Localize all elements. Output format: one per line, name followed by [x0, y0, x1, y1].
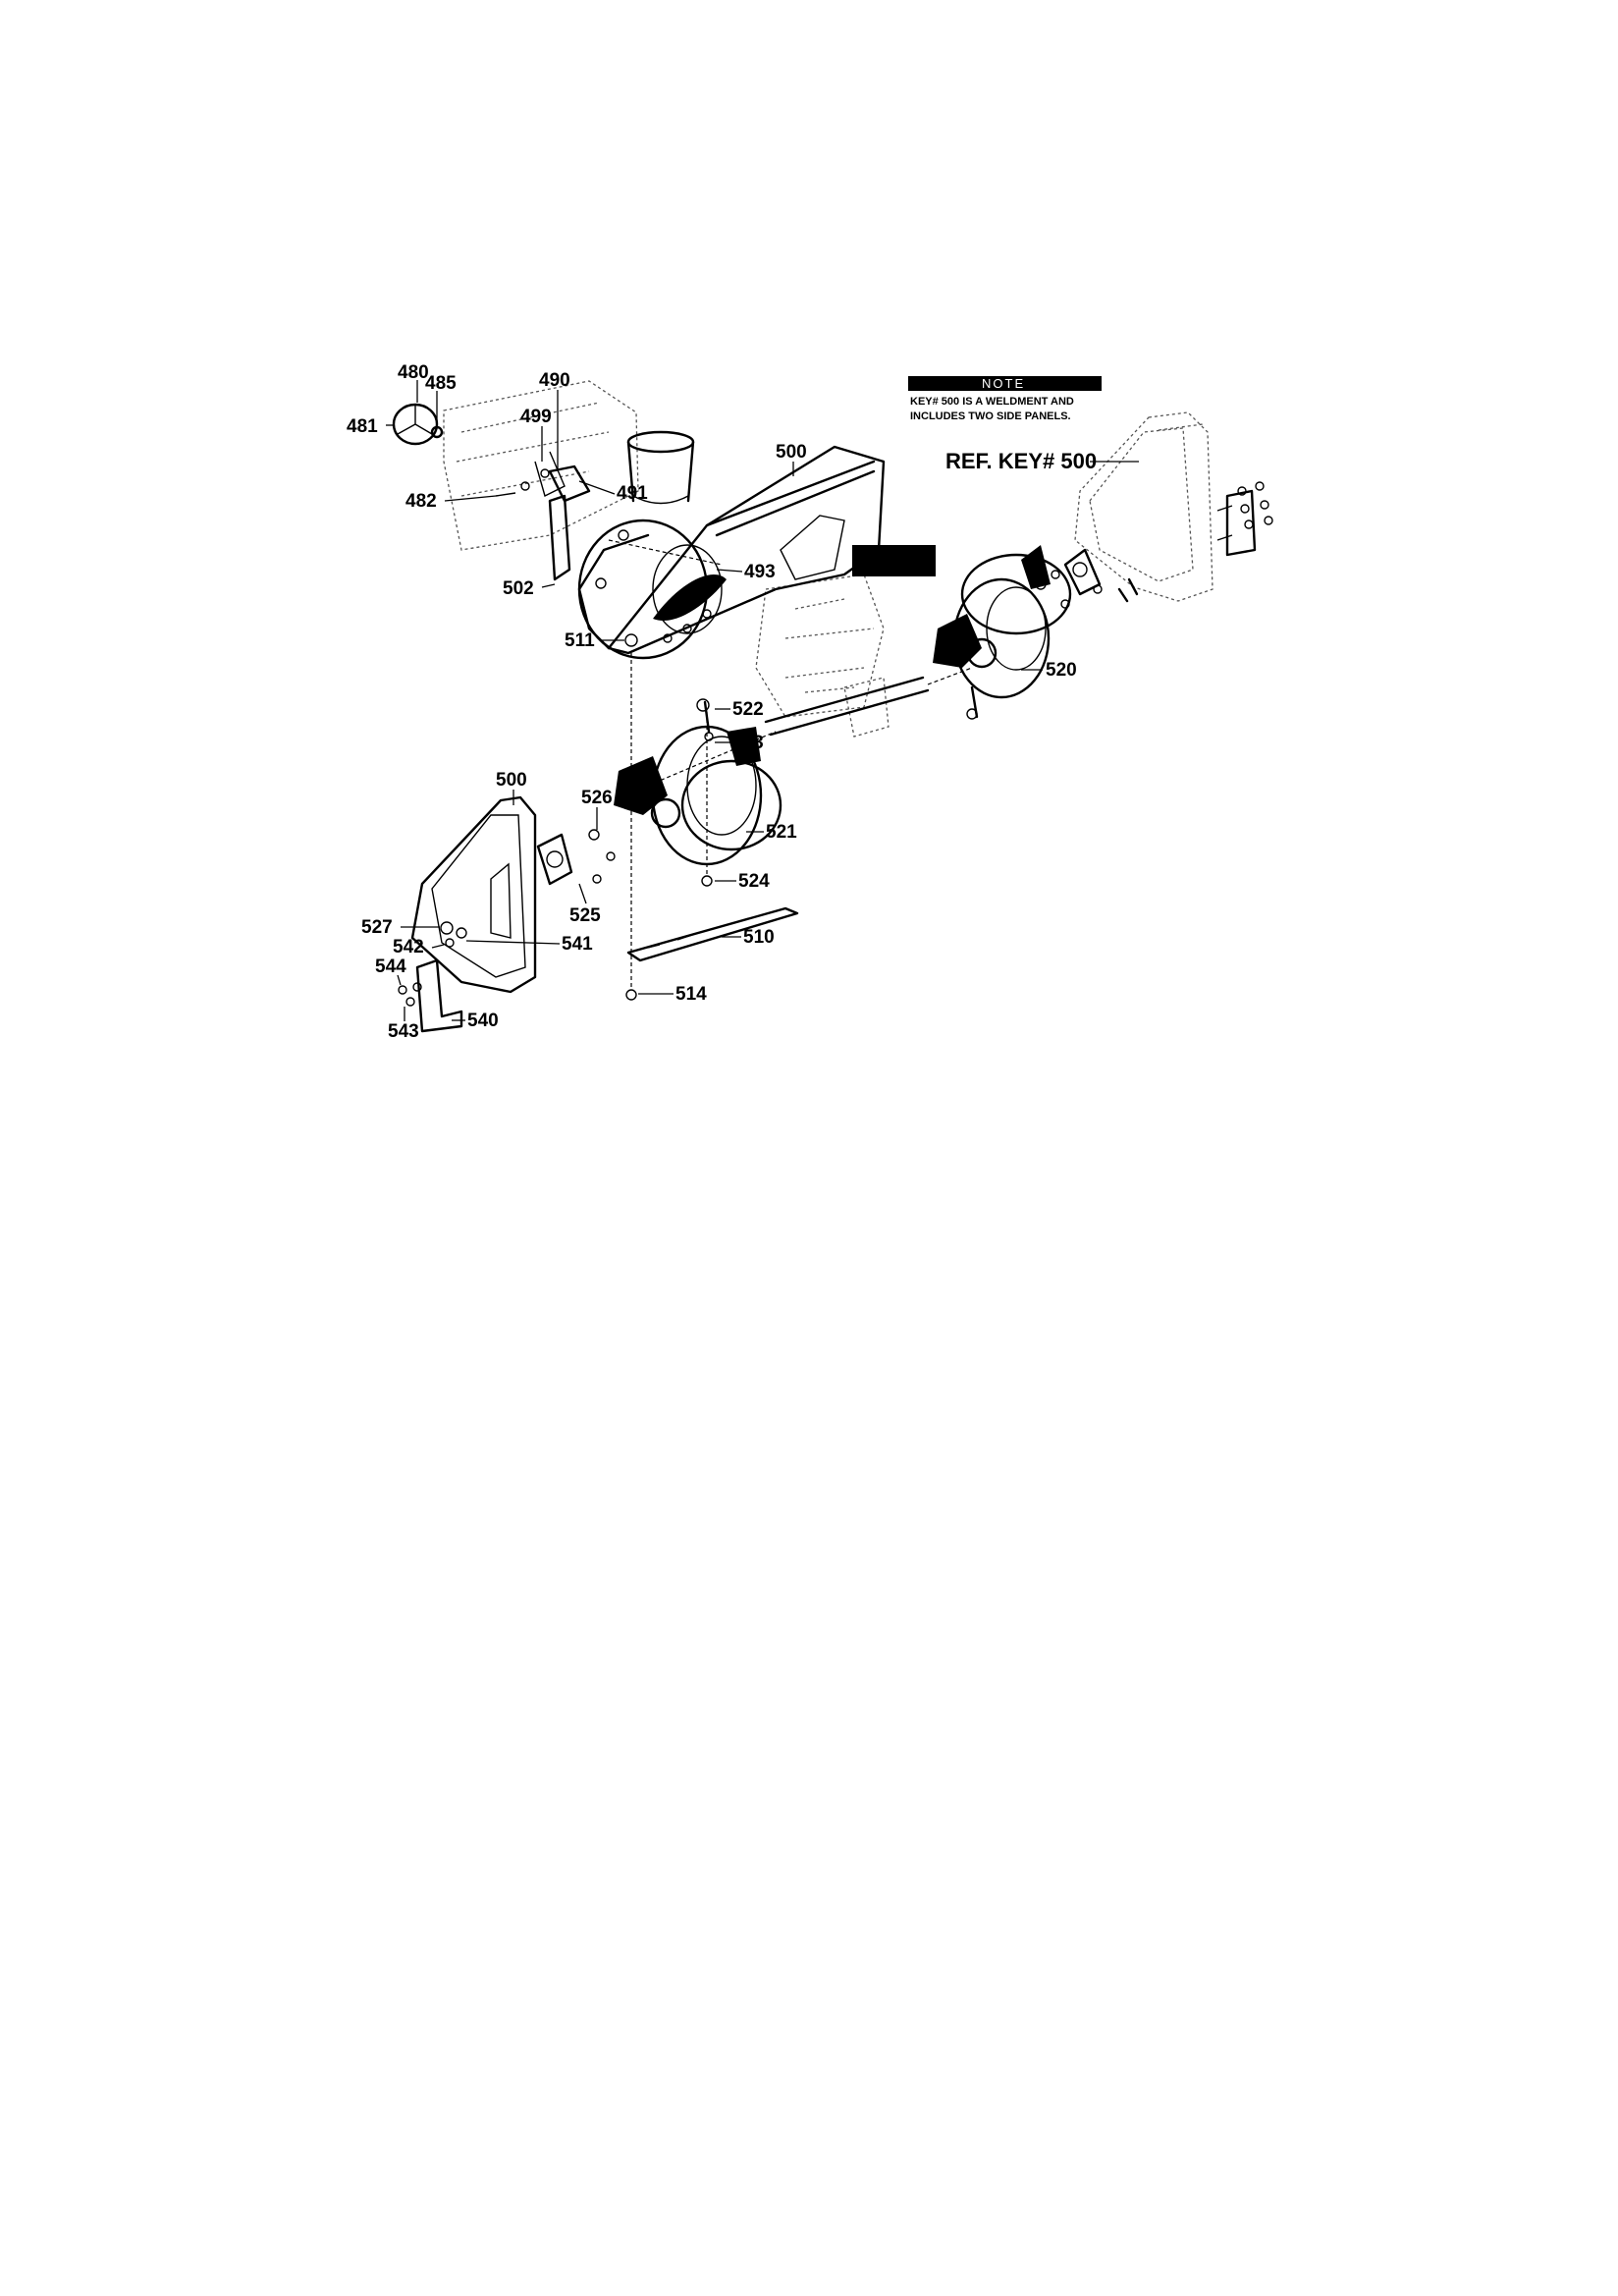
callout-481: 481	[347, 416, 378, 437]
callout-493: 493	[744, 562, 776, 582]
callout-527: 527	[361, 917, 393, 938]
ghosted-engine-frame	[443, 380, 639, 551]
callout-543: 543	[388, 1021, 419, 1042]
ghosted-right-side-panel	[1074, 411, 1214, 602]
chute-gear-bracket	[495, 447, 591, 581]
housing-hardware	[595, 529, 723, 643]
callout-490: 490	[539, 370, 570, 391]
callout-511: 511	[565, 630, 595, 651]
callout-521: 521	[766, 822, 797, 843]
callout-544: 544	[375, 957, 406, 977]
callout-502: 502	[503, 578, 534, 599]
right-bearing-and-hardware	[1035, 481, 1273, 609]
callout-480: 480	[398, 362, 429, 383]
callout-541: 541	[562, 934, 593, 955]
callout-514: 514	[675, 984, 707, 1005]
ref-key-label: REF. KEY# 500	[945, 449, 1097, 473]
note-line-2: INCLUDES TWO SIDE PANELS.	[910, 410, 1071, 422]
skid-shoe-hardware	[398, 921, 467, 1033]
callout-510: 510	[743, 927, 775, 948]
auger-housing	[577, 445, 886, 660]
discharge-spout	[626, 430, 695, 505]
chute-crank-handle	[392, 403, 444, 446]
scraper-bar	[625, 906, 799, 1001]
left-side-panel	[410, 795, 616, 994]
callout-485: 485	[425, 373, 457, 394]
callout-524: 524	[738, 871, 770, 892]
ghosted-gear-case	[755, 574, 890, 738]
right-auger	[933, 545, 1072, 720]
left-auger	[614, 698, 782, 887]
callout-499: 499	[520, 407, 552, 427]
callout-523: 523	[732, 733, 764, 753]
callouts: 480 485 481 490 499 482 491 500 493 502 …	[347, 362, 1077, 1042]
note-line-1: KEY# 500 IS A WELDMENT AND	[910, 396, 1074, 408]
callout-black-box	[852, 545, 936, 576]
callout-525: 525	[569, 905, 601, 926]
callout-542: 542	[393, 937, 424, 957]
callout-482: 482	[405, 491, 437, 512]
callout-522: 522	[732, 699, 764, 720]
callout-491: 491	[617, 483, 648, 504]
alignment-lines	[630, 653, 708, 990]
note-box: NOTE KEY# 500 IS A WELDMENT AND INCLUDES…	[908, 376, 1102, 422]
callout-520: 520	[1046, 660, 1077, 681]
callout-500-left: 500	[496, 770, 527, 791]
note-heading: NOTE	[982, 376, 1025, 391]
callout-540: 540	[467, 1011, 499, 1031]
callout-500-top: 500	[776, 442, 807, 463]
callout-526: 526	[581, 788, 613, 808]
auger-drive-shaft	[647, 667, 973, 787]
